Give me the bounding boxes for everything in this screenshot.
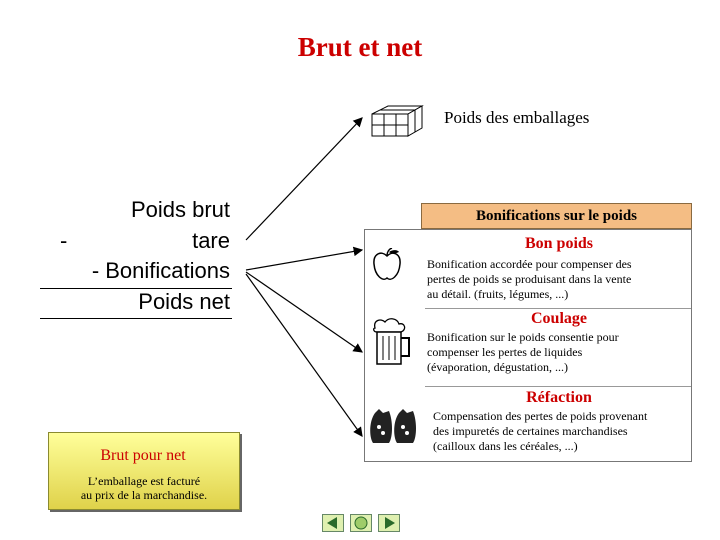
bon-poids-desc-line: pertes de poids se produisant dans la ve… (427, 272, 632, 287)
arrow-to-refaction (246, 274, 362, 436)
box-icon (368, 102, 424, 138)
refaction-desc-line: Compensation des pertes de poids provena… (433, 409, 647, 424)
brut-pour-net-title: Brut pour net (48, 447, 238, 465)
arrow-to-emballages (246, 118, 362, 240)
home-button[interactable] (350, 514, 372, 532)
arrow-to-bon-poids (246, 250, 362, 270)
coulage-desc-line: (évaporation, dégustation, ...) (427, 360, 619, 375)
forward-arrow-icon (379, 515, 399, 531)
bonifications-header: Bonifications sur le poids (421, 203, 692, 229)
refaction-desc: Compensation des pertes de poids provena… (433, 409, 647, 454)
prev-button[interactable] (322, 514, 344, 532)
calc-underline (40, 318, 232, 319)
emballages-label: Poids des emballages (444, 108, 589, 128)
apple-icon (371, 248, 403, 284)
coulage-desc: Bonification sur le poids consentie pour… (427, 330, 619, 375)
bon-poids-desc-line: au détail. (fruits, légumes, ...) (427, 287, 632, 302)
bon-poids-desc-line: Bonification accordée pour compenser des (427, 257, 632, 272)
section-divider (425, 386, 691, 387)
bonifications-panel: Bon poids Bonification accordée pour com… (364, 229, 692, 462)
brut-pour-net-desc-line: au prix de la marchandise. (52, 488, 236, 502)
bon-poids-title: Bon poids (427, 235, 691, 253)
next-button[interactable] (378, 514, 400, 532)
calc-poids-net: Poids net (40, 289, 230, 315)
home-circle-icon (351, 515, 371, 531)
coulage-title: Coulage (427, 310, 691, 328)
brut-pour-net-desc: L’emballage est facturé au prix de la ma… (52, 474, 236, 502)
calc-tare: tare (40, 228, 230, 254)
refaction-desc-line: (cailloux dans les céréales, ...) (433, 439, 647, 454)
back-arrow-icon (323, 515, 343, 531)
bon-poids-desc: Bonification accordée pour compenser des… (427, 257, 632, 302)
section-divider (425, 308, 691, 309)
brut-pour-net-desc-line: L’emballage est facturé (52, 474, 236, 488)
refaction-desc-line: des impuretés de certaines marchandises (433, 424, 647, 439)
arrow-to-coulage (246, 272, 362, 352)
calc-poids-brut: Poids brut (40, 197, 230, 223)
coulage-desc-line: compenser les pertes de liquides (427, 345, 619, 360)
sacks-icon (369, 405, 421, 445)
refaction-title: Réfaction (427, 389, 691, 407)
calc-bonifications: - Bonifications (40, 258, 230, 284)
coulage-desc-line: Bonification sur le poids consentie pour (427, 330, 619, 345)
beer-mug-icon (371, 318, 413, 368)
